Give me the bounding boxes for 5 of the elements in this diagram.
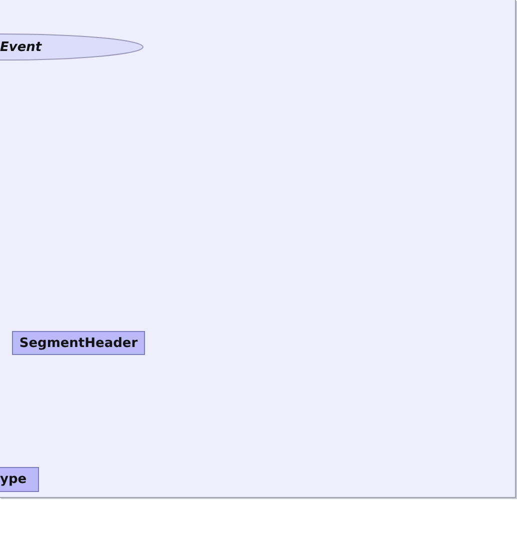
class-box [12,331,145,355]
node-label: Event [0,40,42,55]
node-label: ype [0,472,27,487]
node-label: SegmentHeader [18,336,139,351]
class-box [0,467,39,492]
